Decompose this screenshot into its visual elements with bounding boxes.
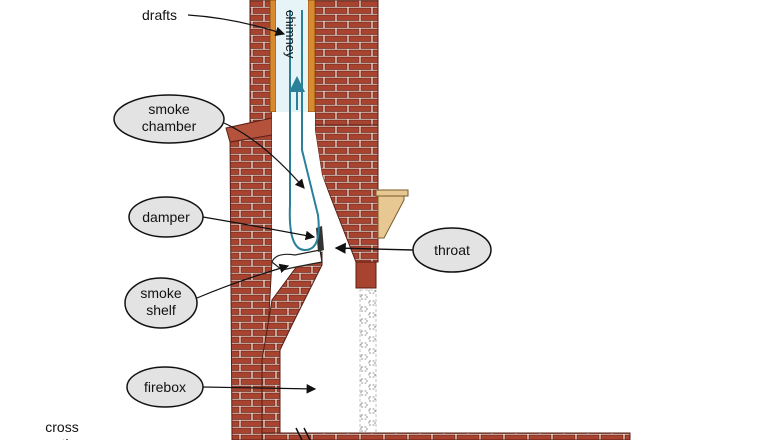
drafts-leader bbox=[187, 14, 286, 36]
firebox-label: firebox bbox=[144, 379, 186, 395]
throat-callout: throat bbox=[334, 227, 492, 273]
cross-section-caption-line1: cross bbox=[45, 419, 78, 435]
flue-liner-right bbox=[307, 0, 316, 113]
flue-liner-left bbox=[269, 0, 277, 113]
chimney-right-wall bbox=[314, 0, 379, 126]
damper-callout: damper bbox=[128, 196, 316, 241]
drafts-label: drafts bbox=[142, 7, 177, 23]
smoke-shelf-label-line2: shelf bbox=[146, 302, 176, 318]
hearth bbox=[261, 432, 631, 440]
hearth-break bbox=[295, 427, 311, 440]
draft-loop bbox=[288, 10, 320, 252]
smoke-shelf-label-line1: smoke bbox=[140, 285, 181, 301]
firebox-callout: firebox bbox=[126, 366, 317, 408]
cross-section-caption-line2: section bbox=[40, 436, 84, 440]
mantel-bracket bbox=[375, 189, 409, 239]
damper-label: damper bbox=[142, 209, 190, 225]
chimney-label: chimney bbox=[283, 10, 298, 59]
lintel bbox=[355, 261, 377, 289]
smoke-chamber-callout: smoke chamber bbox=[113, 94, 305, 189]
smoke-shelf-callout: smoke shelf bbox=[124, 263, 290, 329]
throat-label: throat bbox=[434, 242, 470, 258]
fireplace-front-opening bbox=[359, 289, 377, 440]
smoke-chamber-label-line2: chamber bbox=[142, 118, 197, 134]
chimney-left-wall bbox=[249, 0, 273, 126]
smoke-chamber-label-line1: smoke bbox=[148, 101, 189, 117]
